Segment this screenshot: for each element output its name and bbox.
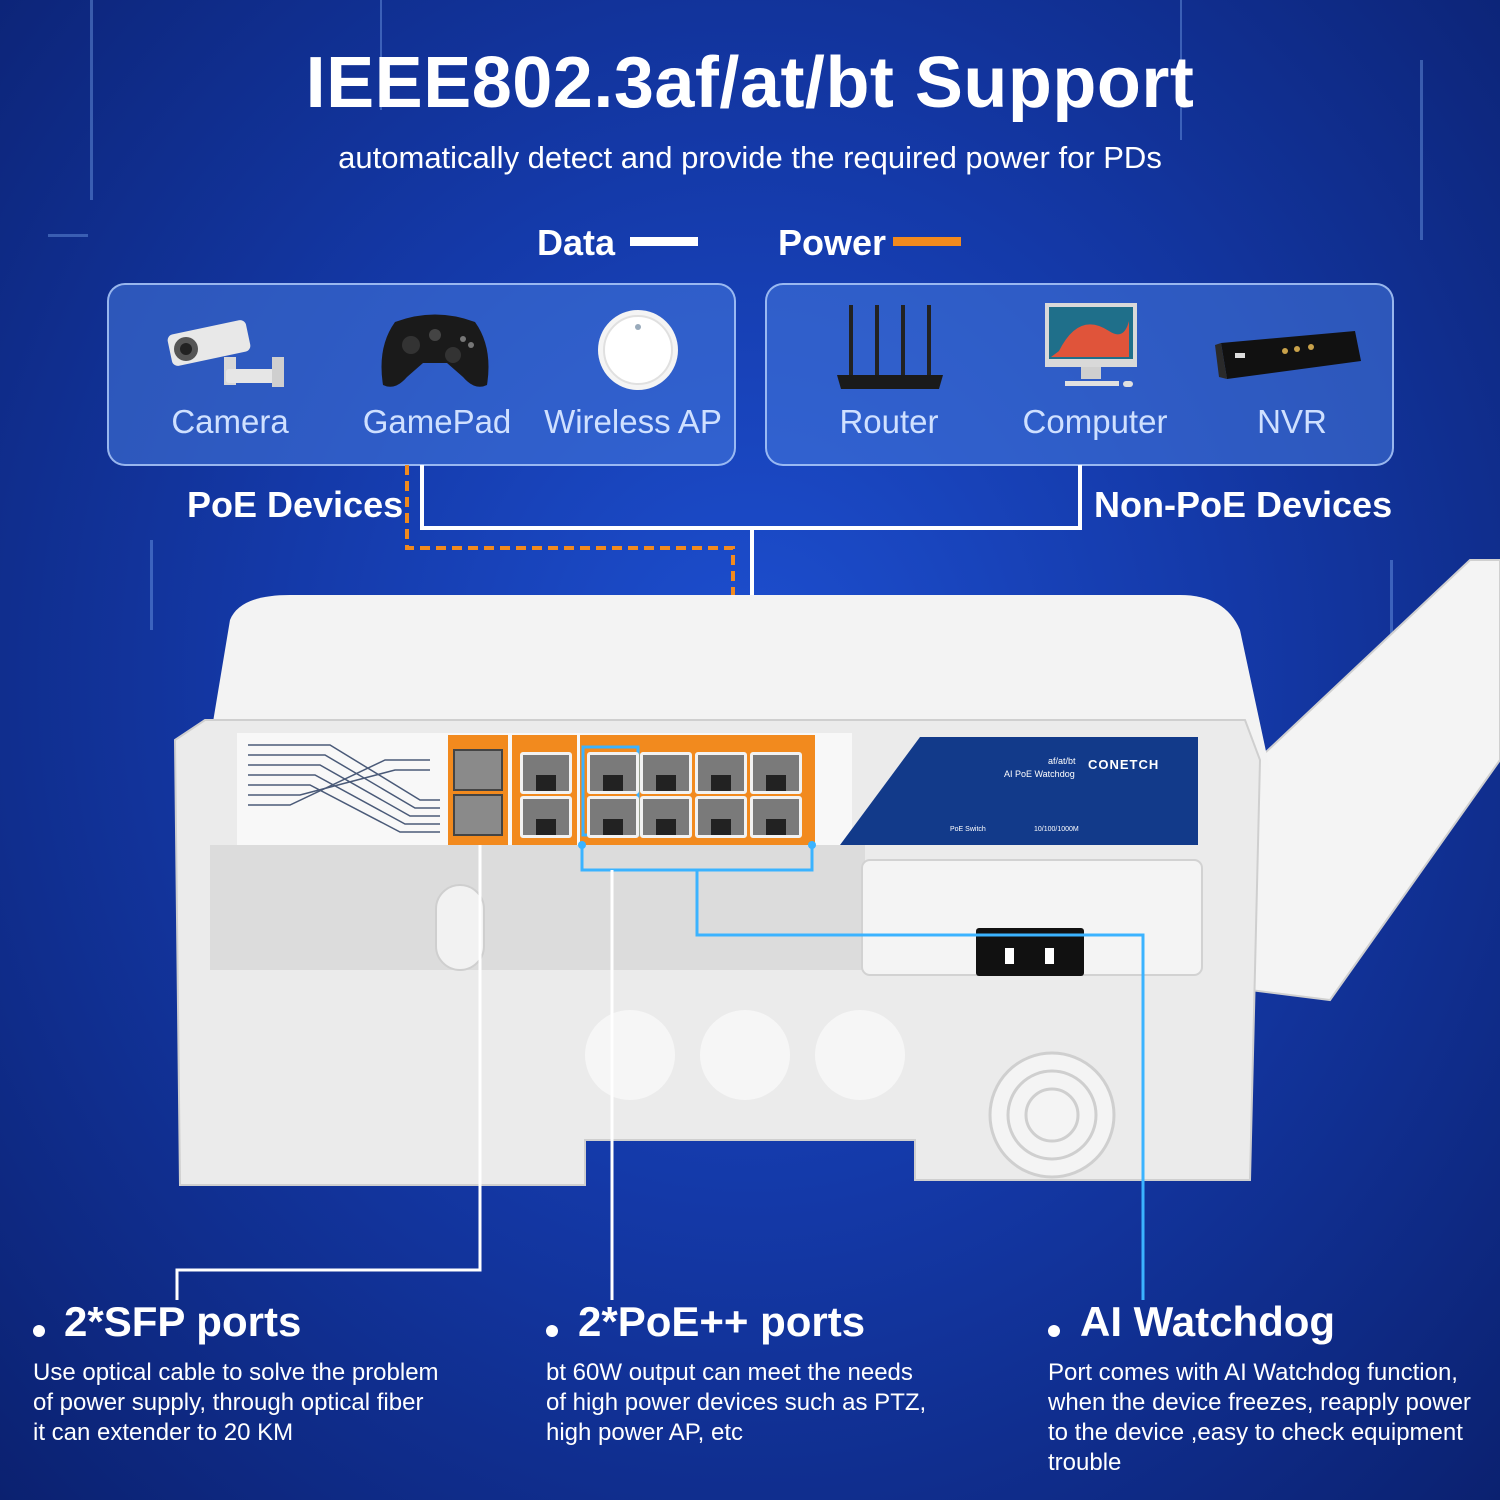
legend-data-label: Data xyxy=(537,222,616,263)
camera-icon xyxy=(167,320,284,387)
page-subtitle: automatically detect and provide the req… xyxy=(338,140,1162,175)
device-label-gamepad: GamePad xyxy=(362,403,512,440)
bg-line xyxy=(1390,560,1393,640)
device-label-wireless-ap: Wireless AP xyxy=(544,403,722,440)
poe-port xyxy=(640,796,692,838)
legend-power-label: Power xyxy=(778,222,887,263)
lan-port xyxy=(520,796,572,838)
feature-title-sfp: 2*SFP ports xyxy=(64,1298,302,1345)
poe-devices-label: PoE Devices xyxy=(187,484,404,525)
nvr-icon xyxy=(1215,331,1361,379)
poe-port xyxy=(695,752,747,794)
poe-devices-panel: Camera GamePad Wireless AP xyxy=(107,283,736,466)
bg-line xyxy=(48,234,88,237)
legend-data-line xyxy=(630,237,698,246)
bullet xyxy=(546,1325,558,1337)
wireless-ap-icon xyxy=(598,310,678,390)
computer-icon xyxy=(1045,303,1137,387)
device-label-router: Router xyxy=(839,403,939,440)
gamepad-icon xyxy=(381,314,489,387)
device-label-computer: Computer xyxy=(1022,403,1168,440)
bg-line xyxy=(1420,60,1423,240)
non-poe-devices-label: Non-PoE Devices xyxy=(1094,484,1393,525)
switch-model-line: af/at/bt xyxy=(1048,756,1076,766)
switch-speed-label: 10/100/1000M xyxy=(1034,826,1079,833)
poe-port xyxy=(640,752,692,794)
lan-port xyxy=(520,752,572,794)
bg-line xyxy=(150,540,153,630)
bg-line xyxy=(380,0,382,110)
bullet xyxy=(1048,1325,1060,1337)
feature-desc-sfp: Use optical cable to solve the problem o… xyxy=(33,1359,439,1446)
bg-line xyxy=(90,0,93,200)
bullet xyxy=(33,1325,45,1337)
feature-desc-ai-watchdog: Port comes with AI Watchdog function, wh… xyxy=(1048,1359,1471,1476)
poe-port xyxy=(750,752,802,794)
feature-desc-poe-plus: bt 60W output can meet the needs of high… xyxy=(546,1359,927,1446)
non-poe-devices-panel: Router Computer NVR xyxy=(765,283,1394,466)
switch-type-label: PoE Switch xyxy=(950,826,986,833)
legend-power-line xyxy=(893,237,961,246)
poe-plus-port xyxy=(587,752,639,794)
feature-title-ai-watchdog: AI Watchdog xyxy=(1080,1298,1336,1345)
bg-line xyxy=(1180,0,1182,140)
switch-feature-line: AI PoE Watchdog xyxy=(1004,769,1075,779)
page-title: IEEE802.3af/at/bt Support xyxy=(305,43,1195,123)
device-label-camera: Camera xyxy=(171,403,289,440)
poe-plus-port xyxy=(587,796,639,838)
device-label-nvr: NVR xyxy=(1257,403,1327,440)
feature-title-poe-plus: 2*PoE++ ports xyxy=(578,1298,866,1345)
poe-port xyxy=(695,796,747,838)
poe-port xyxy=(750,796,802,838)
router-icon xyxy=(837,305,943,389)
brand-logo: CONETCH xyxy=(1088,757,1160,772)
